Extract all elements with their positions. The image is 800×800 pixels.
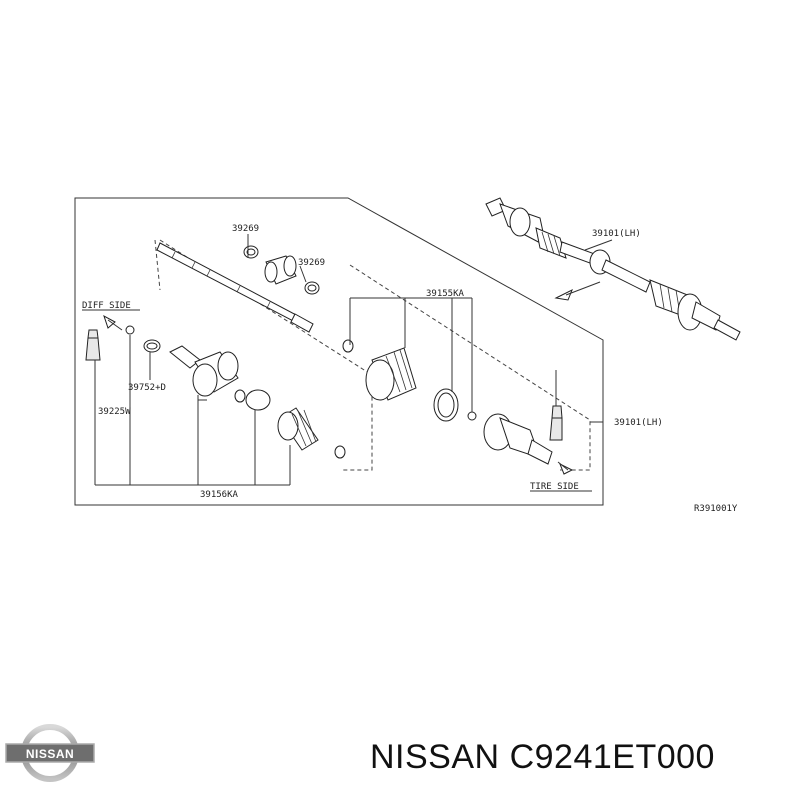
label-39225w: 39225W [98, 407, 131, 417]
intermediate-shaft [156, 242, 314, 333]
brand-name: NISSAN [370, 738, 500, 776]
svg-text:NISSAN: NISSAN [26, 747, 74, 761]
grease-tube-right [549, 405, 563, 441]
band-inner-large [245, 389, 271, 411]
assembly-arrow [554, 288, 573, 301]
leader-lines [94, 234, 603, 486]
label-tire-side: TIRE SIDE [530, 482, 579, 492]
label-39101lh-top: 39101(LH) [592, 229, 641, 239]
band-inner-small [234, 389, 246, 403]
label-39156ka: 39156KA [200, 490, 239, 500]
outer-cv-joint [483, 413, 553, 465]
outer-joint-dashed-outline [349, 264, 591, 471]
damper-part [264, 255, 297, 285]
part-number: C9241ET000 [509, 738, 715, 776]
diff-side-arrow [103, 314, 116, 329]
inner-boot [277, 407, 319, 451]
label-ref-code: R391001Y [694, 504, 738, 514]
label-39155ka: 39155KA [426, 289, 465, 299]
label-39101lh-right: 39101(LH) [614, 418, 663, 428]
label-diff-side: DIFF SIDE [82, 301, 131, 311]
inner-cv-joint [169, 345, 239, 397]
shaft-dashed-outline [154, 239, 373, 471]
grease-tube-left [85, 329, 101, 361]
label-39269-b: 39269 [298, 258, 325, 268]
outer-boot [365, 347, 417, 401]
band-boot-inner [334, 445, 346, 459]
circlip-outer [467, 411, 477, 421]
clamp-outer-small [342, 339, 354, 353]
label-39269-a: 39269 [232, 224, 259, 234]
circlip-left [125, 325, 135, 335]
nissan-logo: NISSAN [5, 724, 95, 782]
label-39752d: 39752+D [128, 383, 166, 393]
assembled-shaft-overview [485, 197, 741, 341]
